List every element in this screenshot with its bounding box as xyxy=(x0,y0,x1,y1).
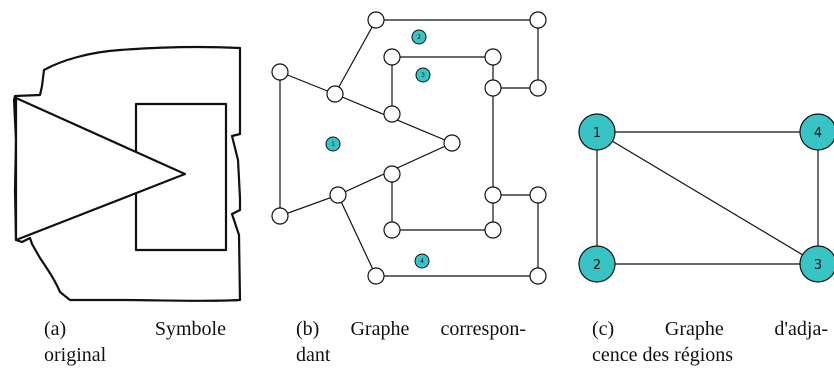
caption-c-word2: d'adja- xyxy=(774,318,828,340)
caption-b: (b) Graphe correspon- dant xyxy=(296,316,526,368)
region-marker-3 xyxy=(415,67,431,83)
graph-node xyxy=(529,186,547,204)
adjacency-node-4 xyxy=(799,113,834,151)
graph-node xyxy=(443,134,461,152)
caption-b-line1: (b) Graphe correspon- xyxy=(296,316,526,342)
panel-b-graph: 1 2 3 4 xyxy=(271,11,547,285)
lower-inner-edges xyxy=(391,174,494,231)
region-label-3: 3 xyxy=(421,72,425,79)
graph-nodes xyxy=(271,11,547,285)
caption-c-line1: (c) Graphe d'adja- xyxy=(592,316,828,342)
adjacency-node-2 xyxy=(578,245,616,283)
graph-node xyxy=(529,267,547,285)
region-label-1: 1 xyxy=(331,141,335,148)
upper-inner-edges xyxy=(391,56,494,195)
graph-node xyxy=(529,79,547,97)
inner-rectangle xyxy=(134,102,228,252)
panel-c-adjacency: 1 4 2 3 xyxy=(578,113,834,283)
graph-node xyxy=(383,105,401,123)
caption-a-line2: original xyxy=(44,344,107,366)
caption-a-line1: (a) Symbole xyxy=(44,316,226,342)
caption-c-tag: (c) xyxy=(592,318,615,340)
graph-node xyxy=(529,11,547,29)
caption-c-line2: cence des régions xyxy=(592,344,734,366)
adjacency-node-1 xyxy=(578,113,616,151)
graph-node xyxy=(383,48,401,66)
triangle-shape xyxy=(14,96,187,242)
graph-node xyxy=(484,79,502,97)
adjacency-label-4: 4 xyxy=(814,126,822,141)
caption-a-word: Symbole xyxy=(154,318,226,340)
adjacency-label-2: 2 xyxy=(593,258,601,273)
caption-a-tag: (a) xyxy=(44,318,67,340)
adjacency-node-3 xyxy=(799,245,834,283)
graph-node xyxy=(383,165,401,183)
caption-a: (a) Symbole original xyxy=(44,316,226,368)
caption-b-tag: (b) xyxy=(296,318,320,340)
caption-b-line2: dant xyxy=(296,344,331,366)
triangle-edges xyxy=(279,71,454,217)
region-marker-2 xyxy=(411,29,427,45)
adjacency-label-3: 3 xyxy=(814,258,822,273)
graph-node xyxy=(329,186,347,204)
caption-b-word1: Graphe xyxy=(350,318,410,340)
graph-node xyxy=(383,221,401,239)
caption-c: (c) Graphe d'adja- cence des régions xyxy=(592,316,828,368)
graph-node xyxy=(367,11,385,29)
edge-1-3 xyxy=(596,131,819,265)
region-markers xyxy=(325,29,431,269)
graph-node xyxy=(484,221,502,239)
lower-outer-edges xyxy=(337,194,539,277)
graph-node xyxy=(271,207,289,225)
panel-a-symbol xyxy=(12,45,242,302)
region-marker-1 xyxy=(325,136,341,152)
graph-node xyxy=(326,85,344,103)
region-label-2: 2 xyxy=(417,34,421,41)
region-label-4: 4 xyxy=(420,258,424,265)
graph-node xyxy=(484,48,502,66)
graph-node xyxy=(484,186,502,204)
graph-node xyxy=(367,267,385,285)
caption-c-word1: Graphe xyxy=(664,318,724,340)
outer-wobbly-shape xyxy=(12,45,242,302)
region-marker-4 xyxy=(414,253,430,269)
graph-node xyxy=(271,63,289,81)
caption-b-word2: correspon- xyxy=(440,318,526,340)
adjacency-label-1: 1 xyxy=(593,126,601,141)
